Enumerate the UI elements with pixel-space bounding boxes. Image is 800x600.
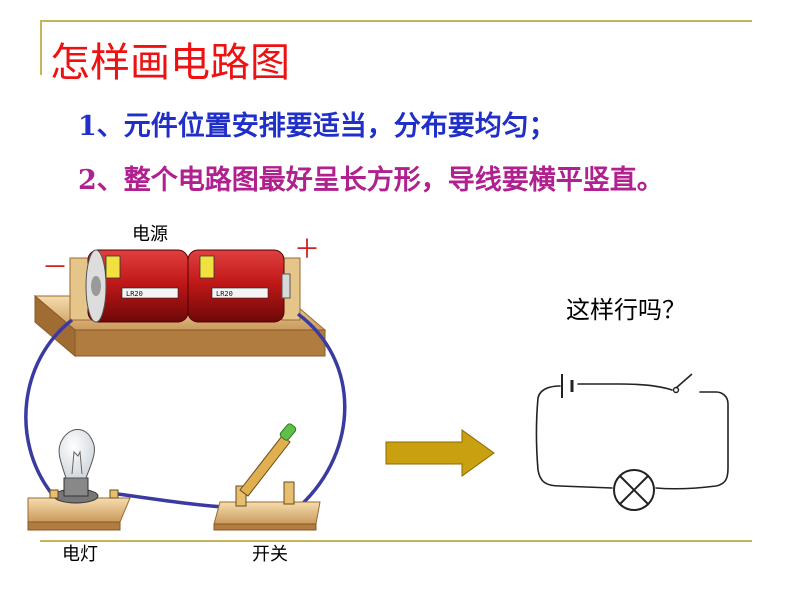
switch-lever	[239, 435, 291, 497]
battery-label: 电源	[132, 224, 168, 245]
slide-title: 怎样画电路图	[50, 40, 290, 86]
left-rule	[40, 20, 42, 75]
battery-cell-right	[187, 249, 291, 323]
point-1: 1、元件位置安排要适当，分布要均匀；	[78, 111, 556, 142]
switch-assembly	[213, 423, 321, 531]
wire-battery-to-lamp	[24, 318, 74, 496]
cell-marking-right: LR20	[216, 290, 233, 298]
wire-battery-to-switch	[296, 312, 347, 508]
lamp-bulb	[58, 429, 95, 479]
lamp-assembly	[27, 429, 131, 531]
circuit-schematic	[535, 373, 729, 511]
cell-marking-left: LR20	[126, 290, 143, 298]
battery-cell-left	[85, 249, 189, 323]
top-rule	[40, 20, 752, 22]
schematic-lamp-cross-b	[619, 475, 649, 505]
lamp-label: 电灯	[62, 544, 98, 565]
schematic-wire	[535, 383, 729, 490]
minus-sign: －	[42, 253, 68, 283]
transition-arrow	[385, 429, 495, 477]
schematic-switch-blade	[675, 373, 693, 389]
bottom-rule	[40, 540, 752, 542]
plus-sign: ＋	[294, 235, 320, 265]
schematic-switch-pivot	[672, 386, 680, 394]
point-2: 2、整个电路图最好呈长方形，导线要横平竖直。	[78, 165, 664, 196]
schematic-question: 这样行吗？	[566, 296, 686, 324]
switch-label: 开关	[252, 544, 288, 565]
